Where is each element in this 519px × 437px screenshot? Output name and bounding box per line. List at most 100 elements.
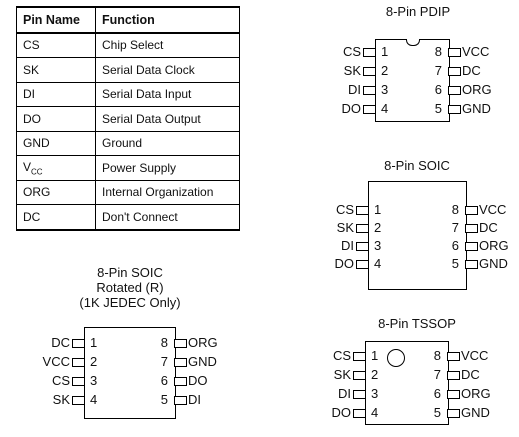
soic-pin-name: GND (479, 256, 508, 271)
pin-cell: ORG (16, 179, 96, 205)
soic-lead-right (465, 224, 478, 233)
soic_rot-pin-name: CS (51, 373, 70, 388)
function-cell: Serial Data Output (95, 106, 240, 132)
tssop-title: 8-Pin TSSOP (378, 316, 456, 331)
soic_rot-body (84, 327, 176, 419)
table-header-row: Pin Name Function (16, 6, 240, 34)
soic-lead-left (356, 260, 369, 269)
soic-pin-number: 4 (374, 256, 382, 271)
pdip-pin-number: 1 (381, 44, 389, 59)
soic-pin-number: 8 (451, 202, 459, 217)
pdip-pin-name: VCC (462, 44, 490, 59)
pdip-pin-name: CS (342, 44, 361, 59)
function-cell: Don't Connect (95, 204, 240, 231)
function-cell: Serial Data Clock (95, 57, 240, 83)
tssop-pin1-dot-icon (387, 349, 405, 367)
soic-pin-number: 5 (451, 256, 459, 271)
pdip-body (375, 39, 450, 122)
soic_rot-lead-left (72, 377, 85, 386)
soic_rot-lead-left (72, 339, 85, 348)
soic_rot-pin-number: 8 (160, 335, 168, 350)
soic-pin-number: 7 (451, 220, 459, 235)
soic-lead-right (465, 206, 478, 215)
tssop-pin-name: DI (338, 386, 351, 401)
pdip-notch-icon (405, 39, 420, 46)
soic-pin-name: SK (336, 220, 354, 235)
header-pin-name: Pin Name (16, 6, 96, 34)
soic_rot-pin-name: GND (188, 354, 217, 369)
pdip-pin-name: ORG (462, 82, 492, 97)
function-cell: Internal Organization (95, 179, 240, 205)
pin-cell-subscript: CC (31, 166, 43, 176)
soic-pin-number: 3 (374, 238, 382, 253)
pdip-lead-right (448, 86, 461, 95)
soic-lead-left (356, 206, 369, 215)
tssop-pin-number: 1 (371, 348, 379, 363)
soic_rot-pin-name: VCC (42, 354, 70, 369)
soic-pin-number: 6 (451, 238, 459, 253)
pdip-pin-name: GND (462, 101, 491, 116)
soic_rot-pin-number: 6 (160, 373, 168, 388)
function-cell: Power Supply (95, 155, 240, 181)
pdip-pin-number: 7 (434, 63, 442, 78)
soic_rot-lead-right (174, 339, 187, 348)
soic-pin-number: 1 (374, 202, 382, 217)
soic_rot-lead-right (174, 358, 187, 367)
pin-cell: VCC (16, 155, 96, 181)
pin-cell: GND (16, 130, 96, 156)
tssop-lead-left (353, 409, 366, 418)
tssop-pin-number: 8 (433, 348, 441, 363)
soic_rot-pin-name: DO (188, 373, 208, 388)
soic-lead-right (465, 242, 478, 251)
soic-lead-left (356, 242, 369, 251)
tssop-pin-number: 4 (371, 405, 379, 420)
pin-cell-main: V (23, 159, 32, 174)
tssop-pin-name: CS (332, 348, 351, 363)
soic-pin-name: DI (341, 238, 354, 253)
soic-pin-name: ORG (479, 238, 509, 253)
pdip-lead-right (448, 48, 461, 57)
tssop-pin-number: 7 (433, 367, 441, 382)
tssop-lead-right (447, 352, 460, 361)
soic-body (368, 181, 467, 290)
tssop-pin-name: GND (461, 405, 490, 420)
soic-pin-name: DO (334, 256, 355, 271)
pdip-lead-left (363, 67, 376, 76)
soic-rotated-title-2: Rotated (R) (96, 280, 164, 295)
pdip-pin-number: 2 (381, 63, 389, 78)
pdip-lead-left (363, 86, 376, 95)
pin-cell: DI (16, 81, 96, 107)
tssop-lead-left (353, 371, 366, 380)
pdip-lead-left (363, 48, 376, 57)
soic_rot-pin-name: SK (52, 392, 70, 407)
tssop-lead-left (353, 390, 366, 399)
pdip-pin-name: DO (341, 101, 362, 116)
tssop-pin-number: 2 (371, 367, 379, 382)
pdip-title: 8-Pin PDIP (385, 4, 451, 19)
soic-lead-left (356, 224, 369, 233)
soic_rot-lead-right (174, 396, 187, 405)
soic-rotated-title-1: 8-Pin SOIC (97, 265, 163, 280)
tssop-pin-number: 6 (433, 386, 441, 401)
pdip-pin-name: DC (462, 63, 481, 78)
tssop-pin-name: VCC (461, 348, 489, 363)
pdip-lead-left (363, 105, 376, 114)
soic_rot-pin-name: ORG (188, 335, 218, 350)
soic-pin-name: DC (479, 220, 498, 235)
soic-pin-name: VCC (479, 202, 507, 217)
soic_rot-lead-right (174, 377, 187, 386)
soic-title: 8-Pin SOIC (384, 158, 450, 173)
soic_rot-pin-number: 2 (90, 354, 98, 369)
function-cell: Chip Select (95, 32, 240, 58)
tssop-lead-left (353, 352, 366, 361)
pdip-pin-number: 6 (434, 82, 442, 97)
tssop-pin-number: 5 (433, 405, 441, 420)
pin-cell: CS (16, 32, 96, 58)
tssop-pin-name: DC (461, 367, 480, 382)
